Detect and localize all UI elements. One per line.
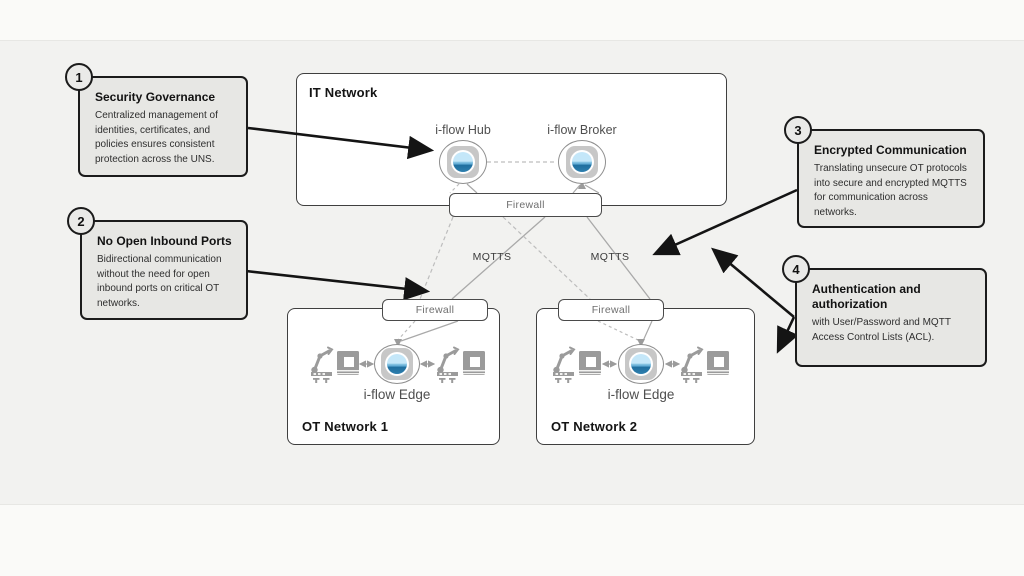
callout-number-badge: 1	[65, 63, 93, 91]
factory-equipment-icons	[311, 346, 359, 383]
iflow-edge1-node	[374, 344, 420, 384]
callout-body: with User/Password and MQTT Access Contr…	[812, 317, 951, 343]
ot-network-2-label: OT Network 2	[551, 419, 638, 434]
i-flow-logo-icon	[625, 348, 657, 380]
ot1-firewall-box: Firewall	[382, 299, 488, 321]
iflow-edge2-node	[618, 344, 664, 384]
firewall-label: Firewall	[591, 304, 631, 316]
firewall-label: Firewall	[506, 199, 545, 211]
i-flow-logo-icon	[381, 348, 413, 380]
callout-security-governance: 1 Security Governance Centralized manage…	[65, 63, 248, 177]
machine-icon	[707, 351, 729, 375]
ot-network-1-label: OT Network 1	[302, 419, 389, 434]
callout-encrypted-communication: 3 Encrypted Communication Translating un…	[784, 116, 985, 228]
callout-title: Authentication and authorization	[812, 282, 921, 311]
callout-authentication-authorization: 4 Authentication and authorization with …	[782, 255, 987, 367]
it-firewall-box: Firewall	[449, 193, 602, 217]
factory-equipment-icons	[437, 346, 485, 383]
edge1-label: i-flow Edge	[363, 387, 431, 402]
firewall-label: Firewall	[415, 304, 455, 316]
robot-arm-icon	[553, 346, 576, 383]
callout-body: Translating unsecure OT protocols into s…	[814, 163, 967, 218]
robot-arm-icon	[437, 346, 460, 383]
factory-equipment-icons	[553, 346, 601, 383]
callout-title: No Open Inbound Ports	[97, 234, 232, 248]
broker-label: i-flow Broker	[547, 123, 617, 137]
callout-no-open-inbound-ports: 2 No Open Inbound Ports Bidirectional co…	[67, 207, 248, 320]
machine-icon	[337, 351, 359, 375]
iflow-broker-node	[558, 140, 606, 184]
factory-equipment-icons	[681, 346, 729, 383]
it-network-label: IT Network	[309, 85, 378, 100]
callout-body: Centralized management of identities, ce…	[95, 110, 218, 165]
callout-number-badge: 2	[67, 207, 95, 235]
ot2-firewall-box: Firewall	[558, 299, 664, 321]
robot-arm-icon	[311, 346, 334, 383]
machine-icon	[463, 351, 485, 375]
edge2-label: i-flow Edge	[607, 387, 675, 402]
it-network-box: IT Network	[296, 73, 727, 206]
mqtts-label-right: MQTTS	[590, 251, 630, 263]
callout-body: Bidirectional communication without the …	[97, 254, 222, 309]
callout-title: Security Governance	[95, 90, 216, 104]
iflow-hub-node	[439, 140, 487, 184]
callout-number-badge: 4	[782, 255, 810, 283]
callout-title: Encrypted Communication	[814, 143, 967, 157]
machine-icon	[579, 351, 601, 375]
mqtts-label-left: MQTTS	[472, 251, 512, 263]
i-flow-logo-icon	[447, 146, 479, 178]
robot-arm-icon	[681, 346, 704, 383]
hub-label: i-flow Hub	[435, 123, 491, 137]
callout-number-badge: 3	[784, 116, 812, 144]
i-flow-logo-icon	[566, 146, 598, 178]
